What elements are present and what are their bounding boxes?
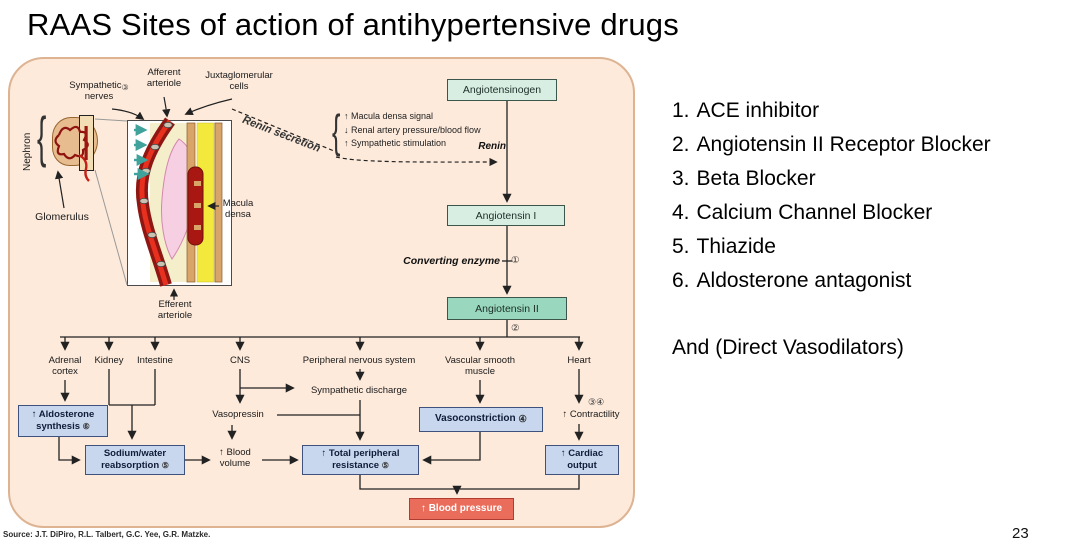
angiotensin-ii-box: Angiotensin II bbox=[447, 297, 567, 320]
drug-list: 1.ACE inhibitor 2.Angiotensin II Recepto… bbox=[672, 94, 991, 298]
heart-label: Heart bbox=[567, 355, 591, 366]
contractility-label: ↑ Contractility bbox=[562, 409, 620, 420]
renin-label: Renin bbox=[478, 141, 506, 152]
list-item-arb: 2.Angiotensin II Receptor Blocker bbox=[672, 133, 991, 156]
kidney-label: Kidney bbox=[94, 355, 124, 366]
peripheral-nervous-system-label: Peripheral nervous system bbox=[302, 355, 416, 366]
page-title: RAAS Sites of action of antihypertensive… bbox=[27, 7, 679, 42]
list-item-ace-inhibitor: 1.ACE inhibitor bbox=[672, 99, 820, 122]
blood-pressure-box: ↑ Blood pressure bbox=[409, 498, 514, 520]
nephron-brace: { bbox=[37, 105, 47, 168]
angiotensinogen-box: Angiotensinogen bbox=[447, 79, 557, 101]
list-item-thiazide: 5.Thiazide bbox=[672, 235, 776, 258]
circled-3-marker: ③ bbox=[121, 83, 129, 92]
renin-dashed-lines bbox=[231, 108, 498, 167]
list-item-aldosterone-antagonist: 6.Aldosterone antagonist bbox=[672, 269, 912, 292]
intestine-label: Intestine bbox=[137, 355, 173, 366]
renin-stimuli-list: ↑ Macula densa signal ↓ Renal artery pre… bbox=[344, 111, 481, 148]
circled-1-marker: ① bbox=[511, 255, 520, 266]
flow-lines bbox=[60, 260, 580, 490]
list-item-ccb: 4.Calcium Channel Blocker bbox=[672, 201, 933, 224]
vasoconstriction-box: Vasoconstriction ④ bbox=[419, 407, 543, 432]
diagram-connectors bbox=[54, 96, 584, 495]
direct-vasodilators-note: And (Direct Vasodilators) bbox=[672, 336, 904, 359]
total-peripheral-resistance-box: ↑ Total peripheral resistance ⑤ bbox=[302, 445, 419, 475]
list-item-beta-blocker: 3.Beta Blocker bbox=[672, 167, 816, 190]
aldosterone-synthesis-box: ↑ Aldosterone synthesis ⑥ bbox=[18, 405, 108, 437]
circled-2-marker: ② bbox=[511, 323, 520, 334]
diagram-panel: Nephron { bbox=[8, 57, 635, 528]
vasopressin-label: Vasopressin bbox=[212, 409, 264, 420]
sympathetic-discharge-label: Sympathetic discharge bbox=[310, 385, 408, 396]
source-citation: Source: J.T. DiPiro, R.L. Talbert, G.C. … bbox=[3, 530, 211, 539]
sympathetic-nerves-label: Sympathetic③ nerves bbox=[69, 80, 129, 103]
page-number: 23 bbox=[1012, 525, 1029, 542]
anatomy-label-arrows bbox=[54, 96, 233, 300]
sodium-water-reabsorption-box: Sodium/water reabsorption ⑤ bbox=[85, 445, 185, 475]
glomerulus-label: Glomerulus bbox=[35, 211, 89, 223]
flow-arrows bbox=[58, 101, 584, 495]
circled-3-4-markers: ③④ bbox=[588, 397, 605, 407]
anatomy-artwork bbox=[54, 117, 223, 287]
cns-label: CNS bbox=[229, 355, 251, 366]
renin-factors-brace: { bbox=[332, 105, 341, 157]
angiotensin-i-box: Angiotensin I bbox=[447, 205, 565, 226]
converting-enzyme-label: Converting enzyme bbox=[403, 255, 500, 267]
